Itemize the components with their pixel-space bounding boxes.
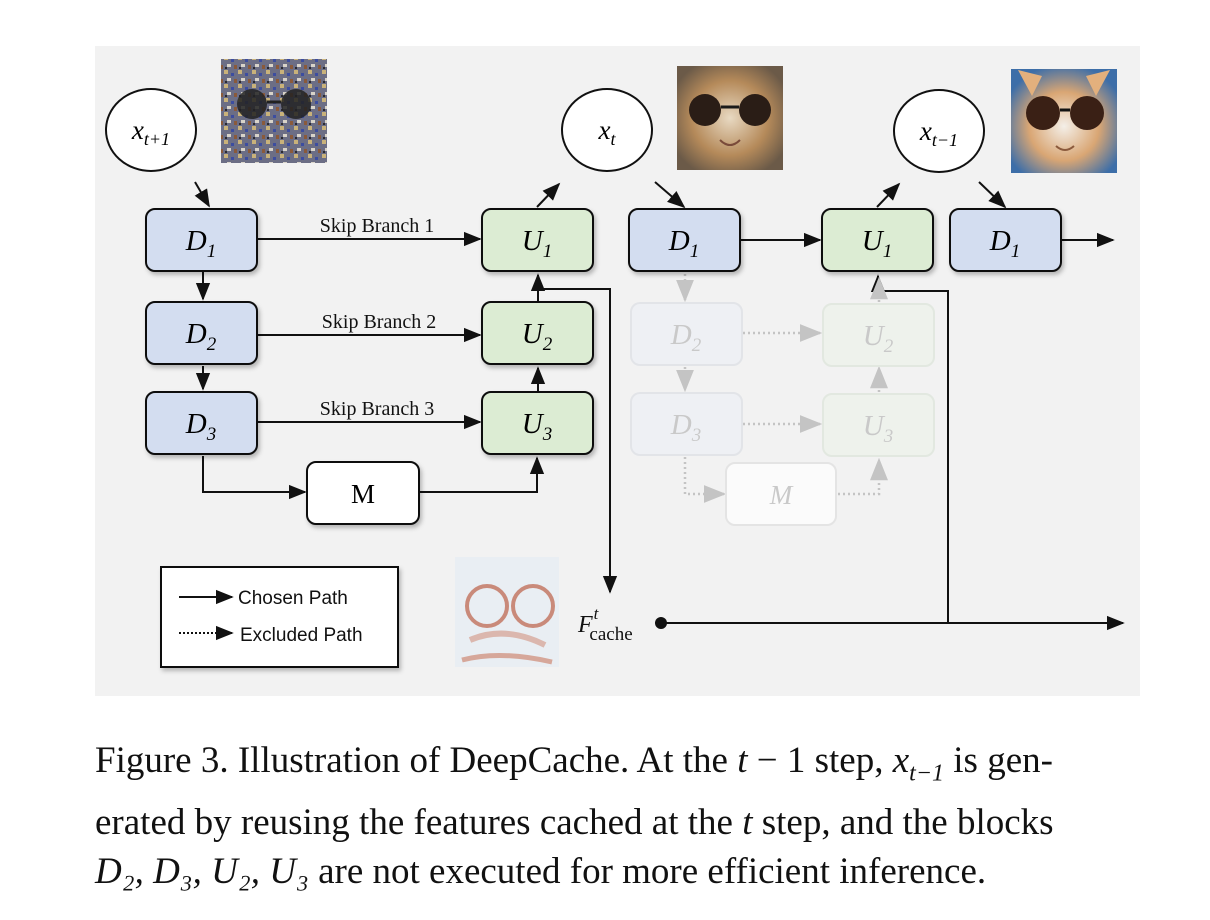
legend: Chosen Path Excluded Path (160, 566, 399, 668)
block-u2-step-t: U2 (481, 301, 594, 365)
partially-denoised-cat-image (677, 66, 783, 170)
caption-text: erated by reusing the features cached at… (95, 802, 743, 844)
svg-text:U1: U1 (522, 225, 552, 262)
figure-caption: Figure 3. Illustration of DeepCache. At … (95, 736, 1145, 896)
caption-text: − 1 step, (747, 740, 893, 781)
caption-text: is gen- (944, 740, 1053, 781)
block-u1-step-t: U1 (481, 208, 594, 272)
node-x-t-minus-1: xt−1 (893, 89, 985, 173)
excluded-path-arrows (676, 274, 888, 503)
caption-math-sub: t−1 (909, 760, 945, 787)
node-label-sub: t−1 (932, 130, 958, 150)
block-d3-faded: D3 (630, 392, 743, 456)
block-d1-step-t-minus-1-a: D1 (628, 208, 741, 272)
cached-feature-map-image (455, 557, 559, 667)
legend-chosen-label: Chosen Path (238, 588, 348, 609)
svg-text:D1: D1 (185, 225, 216, 262)
clean-cat-image (1011, 69, 1117, 173)
faded-blocks: D2 D3 U2 U3 M (630, 302, 935, 526)
svg-text:xt+1: xt+1 (131, 115, 170, 149)
caption-text: Figure 3. Illustration of DeepCache. At … (95, 740, 738, 781)
skip-branch-3-label: Skip Branch 3 (320, 398, 434, 420)
svg-text:M: M (351, 479, 375, 509)
caption-math: t (742, 802, 753, 844)
caption-line-3: D₂, D₃, U₂, U₃ are not executed for more… (95, 847, 1145, 896)
caption-math: t (737, 740, 748, 781)
svg-text:U1: U1 (862, 225, 892, 262)
node-label-sub: t+1 (144, 129, 170, 149)
caption-math: D₂, D₃, U₂, U₃ (95, 851, 309, 893)
block-m-step-t: M (306, 461, 420, 525)
noisy-cat-image (221, 59, 327, 163)
block-u1-step-t-minus-1: U1 (821, 208, 934, 272)
caption-text: step, and the blocks (752, 802, 1054, 844)
svg-text:D2: D2 (185, 318, 217, 355)
svg-text:D3: D3 (185, 408, 216, 445)
block-u2-faded: U2 (822, 303, 935, 367)
node-label-base: x (131, 115, 144, 145)
block-d2-step-t: D2 (145, 301, 258, 365)
svg-text:xt−1: xt−1 (919, 116, 958, 150)
block-d2-faded: D2 (630, 302, 743, 366)
skip-branch-1-label: Skip Branch 1 (320, 215, 434, 237)
node-label-sub: t (610, 129, 616, 149)
svg-text:U2: U2 (863, 320, 894, 357)
block-u3-faded: U3 (822, 393, 935, 457)
svg-text:xt: xt (598, 115, 617, 149)
cache-point-dot (655, 617, 667, 629)
block-d3-step-t: D3 (145, 391, 258, 455)
node-x-t: xt (561, 88, 653, 172)
block-m-faded: M (725, 462, 837, 526)
svg-text:M: M (769, 480, 794, 510)
node-label-base: x (919, 116, 932, 146)
block-d1-step-t-minus-1-b: D1 (949, 208, 1062, 272)
svg-text:D1: D1 (989, 225, 1020, 262)
deepcache-diagram: xt+1 xt xt−1 (95, 46, 1140, 696)
caption-math: x (892, 740, 910, 781)
block-d1-step-t: D1 (145, 208, 258, 272)
caption-text: are not executed for more efficient infe… (308, 851, 987, 893)
svg-text:U3: U3 (522, 408, 552, 445)
legend-excluded-label: Excluded Path (240, 625, 363, 646)
svg-text:D3: D3 (670, 409, 701, 446)
node-x-t-plus-1: xt+1 (105, 88, 197, 172)
svg-text:U3: U3 (863, 410, 893, 447)
caption-line-1: Figure 3. Illustration of DeepCache. At … (95, 736, 1145, 798)
skip-branch-2-label: Skip Branch 2 (322, 311, 436, 333)
node-label-base: x (598, 115, 611, 145)
svg-text:D2: D2 (670, 319, 702, 356)
block-u3-step-t: U3 (481, 391, 594, 455)
caption-line-2: erated by reusing the features cached at… (95, 798, 1145, 847)
svg-text:D1: D1 (668, 225, 699, 262)
svg-text:U2: U2 (522, 318, 553, 355)
